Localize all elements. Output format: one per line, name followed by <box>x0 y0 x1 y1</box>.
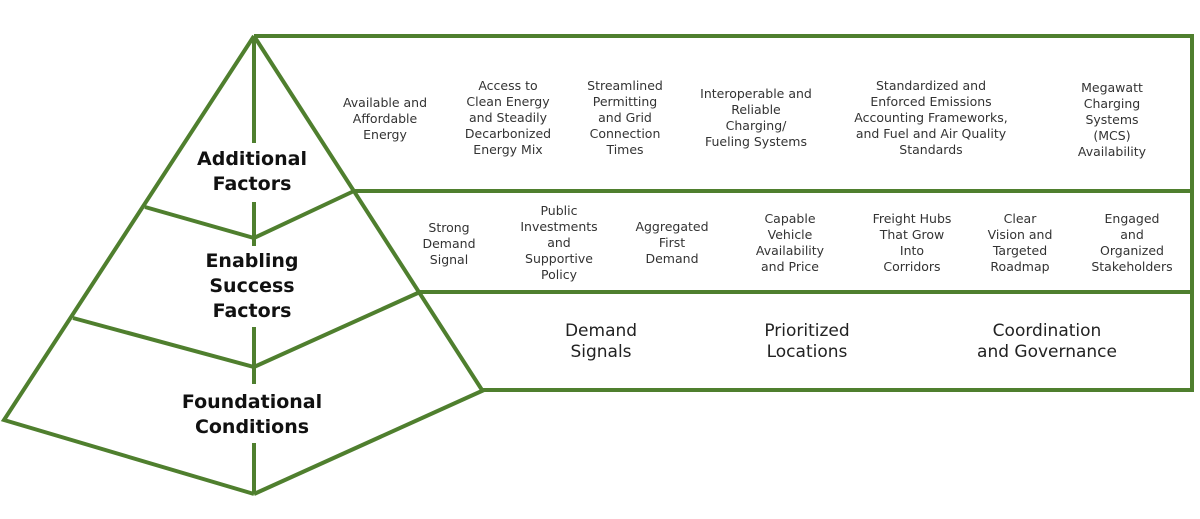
pyramid-right-edge <box>252 34 484 392</box>
additional-factor-item: Access to Clean Energy and Steadily Deca… <box>464 78 552 157</box>
enabling-factor-item: Engaged and Organized Stakeholders <box>1091 211 1173 274</box>
enabling-factor-item: Aggregated First Demand <box>635 219 709 266</box>
pyramid-bottom-right-edge <box>253 388 485 496</box>
pyramid-left-edge <box>0 34 256 496</box>
tier-label-foundational-conditions: Foundational Conditions <box>181 391 323 438</box>
tier-separator-1 <box>144 189 355 241</box>
enabling-factor-item: Freight Hubs That Grow Into Corridors <box>872 211 952 274</box>
additional-factor-item: Megawatt Charging Systems (MCS) Availabi… <box>1077 80 1147 159</box>
foundational-condition-item: Prioritized Locations <box>764 321 850 362</box>
additional-factor-item: Interoperable and Reliable Charging/ Fue… <box>700 86 812 149</box>
enabling-factor-item: Capable Vehicle Availability and Price <box>755 211 825 274</box>
foundational-condition-item: Demand Signals <box>564 321 638 362</box>
enabling-factor-item: Clear Vision and Targeted Roadmap <box>987 211 1053 274</box>
tier-label-additional-factors: Additional Factors <box>197 148 307 195</box>
foundational-condition-item: Coordination and Governance <box>977 321 1117 362</box>
tier-label-enabling-success-factors: Enabling Success Factors <box>205 250 299 322</box>
additional-factor-item: Standardized and Enforced Emissions Acco… <box>854 78 1008 157</box>
box-outline <box>254 34 1194 392</box>
additional-factor-item: Available and Affordable Energy <box>342 95 428 142</box>
enabling-factor-item: Public Investments and Supportive Policy <box>520 203 598 282</box>
additional-factor-item: Streamlined Permitting and Grid Connecti… <box>587 78 663 157</box>
enabling-factor-item: Strong Demand Signal <box>422 220 476 267</box>
